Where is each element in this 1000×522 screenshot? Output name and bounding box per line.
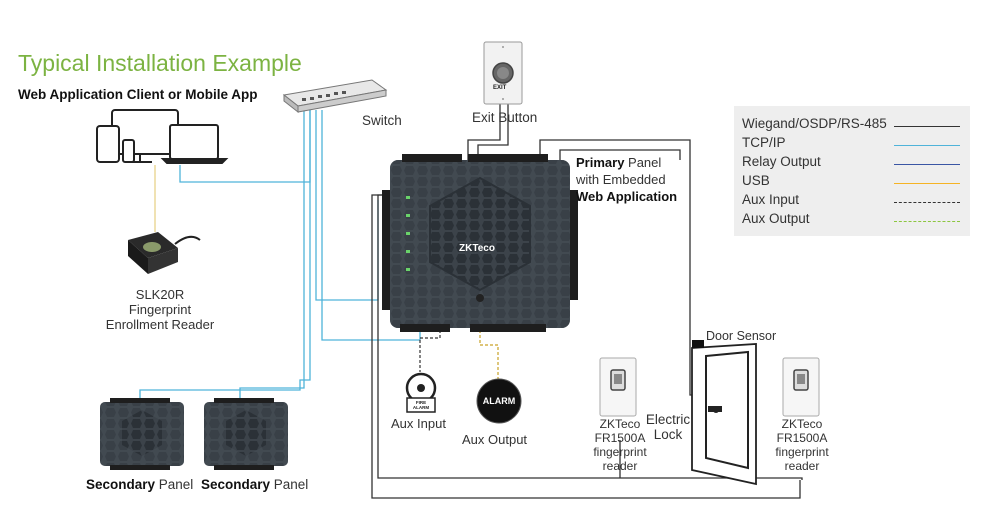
fire-alarm-line-1: FIRE xyxy=(415,400,427,405)
client-label: Web Application Client or Mobile App xyxy=(18,87,258,102)
legend-line-tcpip xyxy=(894,145,960,146)
slk20r-line-3: Enrollment Reader xyxy=(105,317,215,332)
fire-alarm-bell-illustration xyxy=(405,372,437,413)
fingerprint-reader-2-illustration xyxy=(782,357,820,417)
legend-line-usb xyxy=(894,183,960,184)
reader-2-label: ZKTeco FR1500A fingerprint reader xyxy=(762,417,842,473)
electric-lock-line-2: Lock xyxy=(653,427,683,442)
panel-logo: ZKTeco xyxy=(459,243,495,254)
alarm-siren-illustration xyxy=(476,378,522,424)
reader-1-line-4: reader xyxy=(602,459,638,473)
legend-line-aux-output xyxy=(894,221,960,222)
reader-2-line-1: ZKTeco xyxy=(781,417,823,431)
aux-output-wire xyxy=(479,325,499,380)
reader-1-line-1: ZKTeco xyxy=(599,417,641,431)
aux-input-wire xyxy=(419,325,441,372)
exit-button-illustration xyxy=(483,41,523,105)
client-devices-illustration xyxy=(96,109,229,164)
primary-panel-label-2: with Embedded xyxy=(576,172,666,187)
secondary-2-bold: Secondary xyxy=(201,477,271,492)
reader-2-line-3: fingerprint xyxy=(775,445,829,459)
fire-alarm-line-2: ALARM xyxy=(412,405,430,410)
legend-label-relay: Relay Output xyxy=(742,154,821,169)
slk20r-line-2: Fingerprint xyxy=(128,302,192,317)
reader-1-label: ZKTeco FR1500A fingerprint reader xyxy=(580,417,660,473)
reader-1-line-2: FR1500A xyxy=(594,431,646,445)
legend-label-aux-input: Aux Input xyxy=(742,192,800,207)
alarm-text: ALARM xyxy=(482,396,516,406)
legend-line-wiegand xyxy=(894,126,960,127)
exit-button-label: Exit Button xyxy=(472,110,538,125)
tcpip-wires xyxy=(139,110,421,400)
primary-panel-label-3: Web Application xyxy=(576,189,678,204)
door-illustration xyxy=(691,340,757,486)
legend-label-aux-output: Aux Output xyxy=(742,211,810,226)
secondary-2-rest: Panel xyxy=(270,477,309,492)
secondary-1-bold: Secondary xyxy=(86,477,156,492)
primary-rest: Panel xyxy=(624,155,662,170)
secondary-1-rest: Panel xyxy=(155,477,194,492)
network-switch-illustration xyxy=(282,79,388,114)
reader-2-line-2: FR1500A xyxy=(776,431,828,445)
secondary-panel-1-illustration xyxy=(100,398,184,470)
aux-input-label: Aux Input xyxy=(391,416,446,431)
legend-line-relay xyxy=(894,164,960,165)
reader-1-line-3: fingerprint xyxy=(593,445,647,459)
secondary-panel-2-label: Secondary Panel xyxy=(201,477,308,492)
switch-label: Switch xyxy=(362,113,402,128)
legend-label-tcpip: TCP/IP xyxy=(742,135,786,150)
electric-lock-line-1: Electric xyxy=(645,412,691,427)
fire-alarm-plate: FIRE ALARM xyxy=(404,400,438,410)
primary-bold: Primary xyxy=(576,155,625,170)
exit-plate-text: EXIT xyxy=(493,85,507,91)
legend-line-aux-input xyxy=(894,202,960,203)
slk20r-label: SLK20R Fingerprint Enrollment Reader xyxy=(100,287,220,332)
electric-lock-label: Electric Lock xyxy=(640,412,696,442)
door-sensor-label: Door Sensor xyxy=(706,329,777,343)
fingerprint-reader-1-illustration xyxy=(599,357,637,417)
secondary-panel-2-illustration xyxy=(204,398,288,470)
secondary-panel-1-label: Secondary Panel xyxy=(86,477,193,492)
primary-panel-illustration xyxy=(382,154,578,332)
slk20r-device-illustration xyxy=(128,232,201,274)
legend-box: Wiegand/OSDP/RS-485 TCP/IP Relay Output … xyxy=(734,106,970,236)
legend-label-usb: USB xyxy=(742,173,770,188)
aux-output-label: Aux Output xyxy=(462,432,528,447)
slk20r-line-1: SLK20R xyxy=(135,287,185,302)
reader-2-line-4: reader xyxy=(784,459,820,473)
legend-label-wiegand: Wiegand/OSDP/RS-485 xyxy=(742,116,887,131)
primary-panel-label-1: Primary Panel xyxy=(576,155,661,170)
page-title: Typical Installation Example xyxy=(18,50,302,76)
